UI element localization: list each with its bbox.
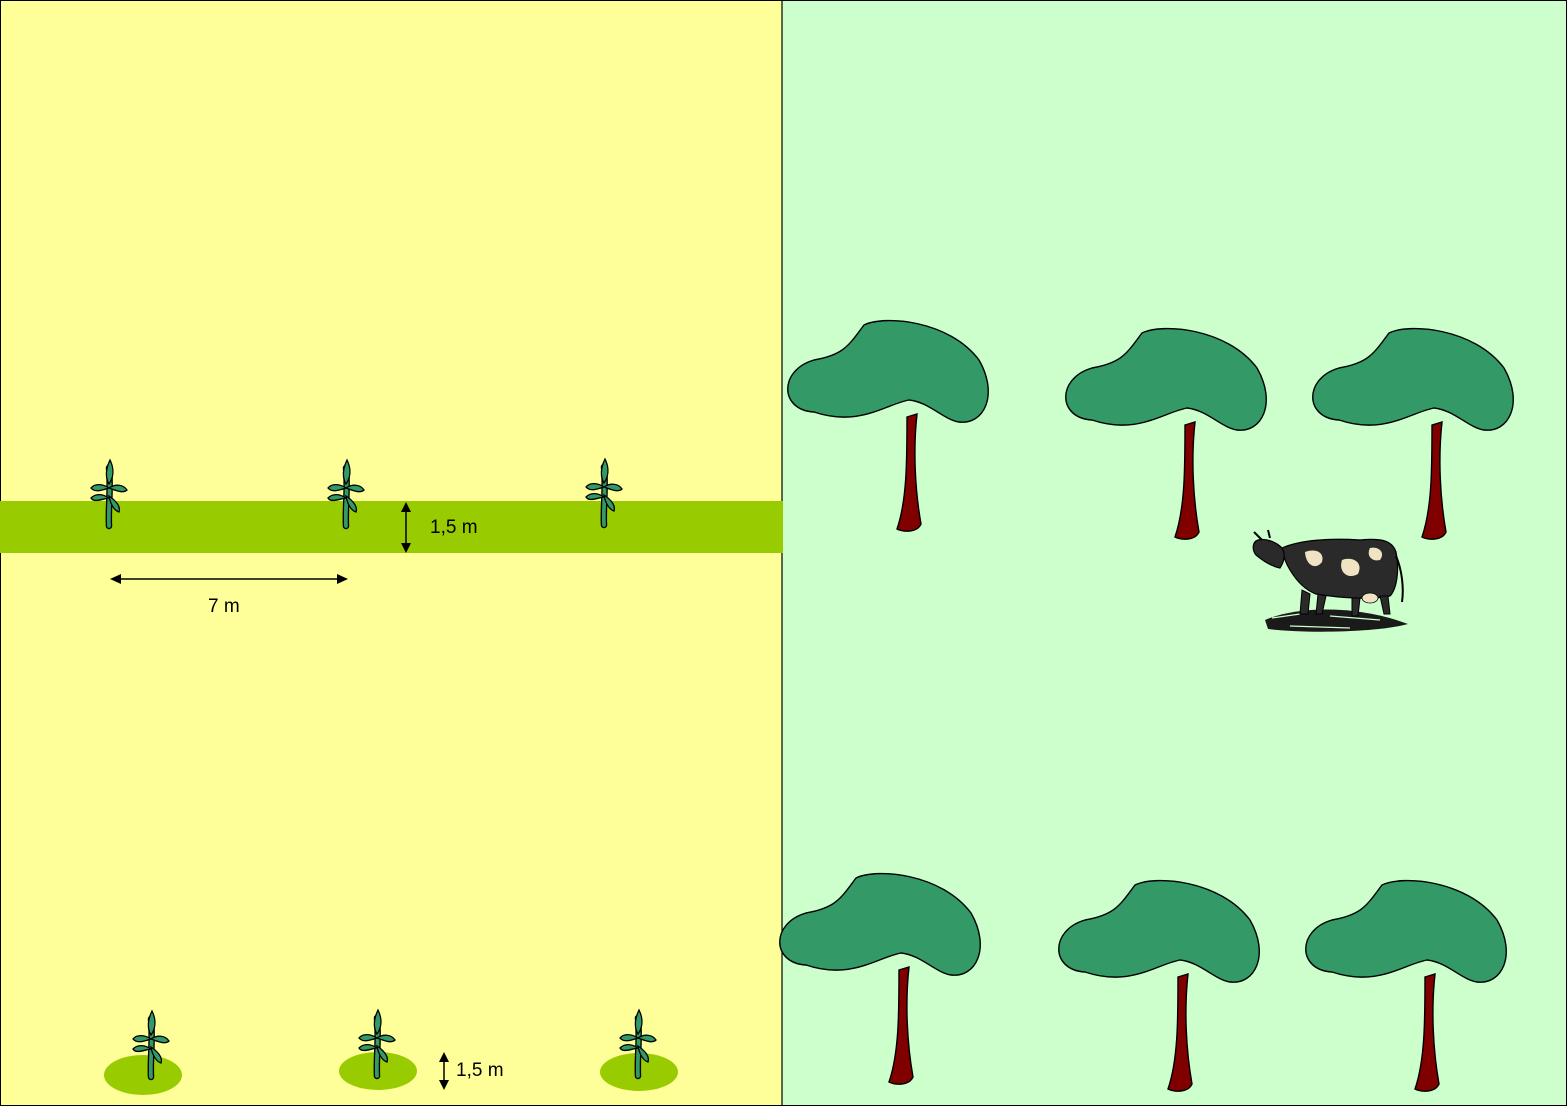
- planting-spot: [104, 1055, 182, 1095]
- plant-spacing-label: 7 m: [208, 596, 240, 617]
- spot-diameter-label: 1,5 m: [456, 1060, 504, 1081]
- strip-width-label: 1,5 m: [430, 517, 478, 538]
